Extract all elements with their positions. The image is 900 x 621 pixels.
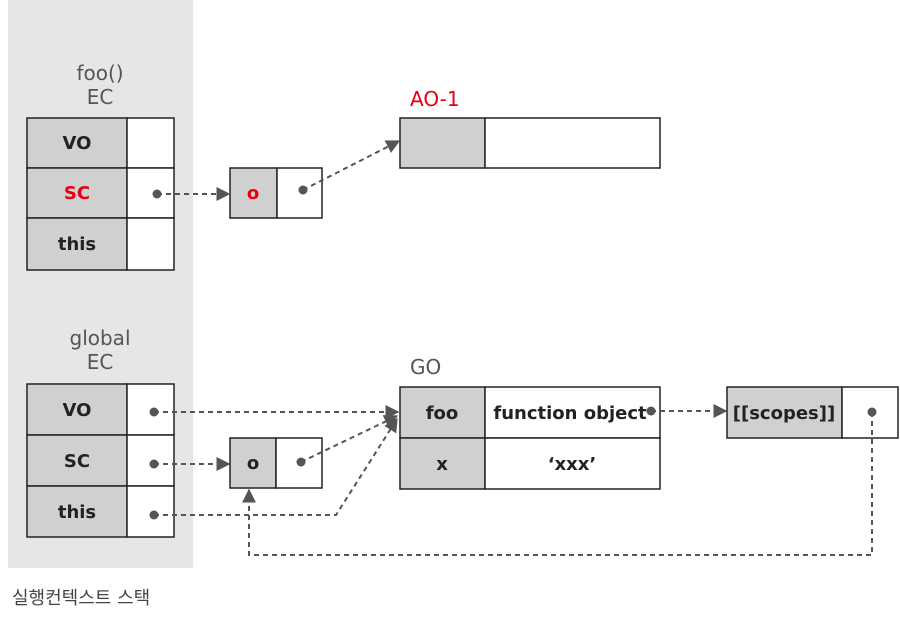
global-ec-title-line2: EC — [87, 350, 114, 374]
global-ec-row-vo: VO — [63, 400, 92, 421]
global-scope-chain-label: o — [247, 453, 259, 474]
foo-ec-table: VO SC this — [26, 117, 175, 271]
foo-ec-title-line2: EC — [87, 85, 114, 109]
foo-ec-row-vo: VO — [63, 133, 92, 154]
global-ec-row-sc: SC — [64, 451, 90, 472]
ec-stack-caption: 실행컨텍스트 스택 — [12, 588, 150, 609]
go-row-x-key: x — [436, 454, 448, 475]
function-object-scopes-label: [[scopes]] — [733, 403, 835, 424]
foo-ec-row-this: this — [58, 234, 96, 255]
foo-scope-chain-label: o — [247, 183, 259, 204]
foo-scope-chain: o — [229, 167, 323, 219]
global-ec-row-this: this — [58, 502, 96, 523]
pointer-arrows — [149, 140, 877, 556]
go-row-foo-value: function object — [493, 403, 647, 424]
go-row-foo-key: foo — [426, 403, 459, 424]
go-table: foo function object x ‘xxx’ — [399, 386, 661, 490]
foo-ec-title-line1: foo() — [76, 61, 123, 85]
foo-ec-row-sc: SC — [64, 183, 90, 204]
go-row-x-value: ‘xxx’ — [548, 454, 597, 475]
global-scope-chain: o — [229, 437, 323, 489]
ao-table — [399, 117, 661, 169]
global-ec-table: VO SC this — [26, 383, 175, 538]
global-ec-title-line1: global — [70, 326, 131, 350]
go-title: GO — [410, 355, 441, 379]
ao-title: AO-1 — [410, 87, 460, 111]
